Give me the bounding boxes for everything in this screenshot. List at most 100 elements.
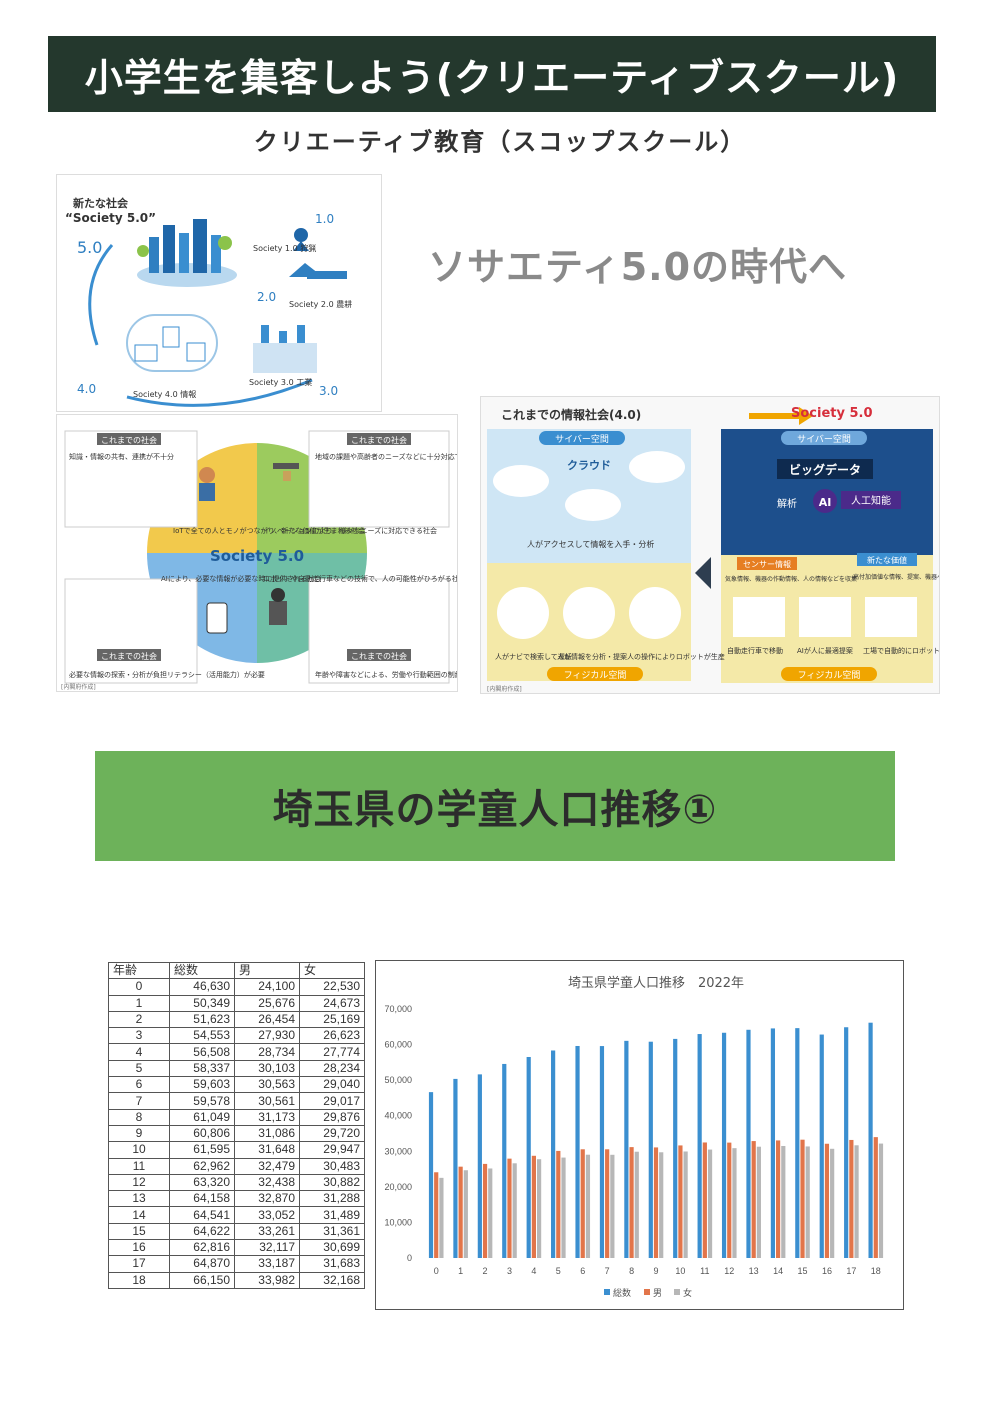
bar-female: [536, 1159, 542, 1258]
cell-age: 7: [108, 1092, 170, 1110]
bar-total: [868, 1022, 873, 1258]
scene-robot-icon: [629, 587, 681, 639]
cell-total: 64,541: [169, 1206, 235, 1224]
society-evolution-figure: 新たな社会 “Society 5.0” 5.0 1.0 2.0 3.0 4.0 …: [56, 174, 382, 412]
scene-ai-suggest-icon: [799, 597, 851, 637]
cell-male: 33,982: [234, 1271, 300, 1289]
era-3-number: 3.0: [319, 384, 338, 398]
page-subtitle: クリエーティブ教育（スコップスクール）: [253, 128, 747, 156]
cell-male: 33,187: [234, 1255, 300, 1273]
cell-female: 22,530: [299, 978, 365, 996]
bar-female: [488, 1168, 493, 1258]
bar-male: [507, 1158, 512, 1258]
bar-female: [830, 1148, 835, 1258]
information-society-illustration: これまでの情報社会(4.0) Society 5.0 サイバー空間 サイバー空間…: [487, 406, 973, 693]
page-title-banner: 小学生を集客しよう(クリエーティブスクール): [48, 36, 936, 112]
evolution-arrow-bottom: [126, 378, 313, 407]
cell-male: 31,086: [234, 1124, 300, 1143]
x-tick-label: 1: [458, 1266, 463, 1276]
evolution-arrow-left: [88, 244, 114, 346]
legend-label: 女: [683, 1287, 692, 1299]
old-society-box: [308, 578, 450, 684]
y-tick-label: 0: [407, 1253, 412, 1263]
society-heading-line2: “Society 5.0”: [65, 211, 156, 225]
legend-label: 男: [653, 1288, 662, 1299]
physical-badge: [781, 667, 877, 681]
cell-male: 32,479: [234, 1157, 300, 1175]
cell-female: 29,720: [299, 1124, 365, 1143]
bar-male: [482, 1163, 488, 1258]
bar-total: [819, 1034, 824, 1258]
bar-total: [428, 1092, 434, 1258]
analysis-label: 解析: [777, 497, 797, 510]
cyber-badge: [539, 431, 625, 445]
bar-total: [575, 1045, 580, 1258]
x-tick-label: 16: [822, 1266, 832, 1276]
bar-female: [805, 1146, 810, 1258]
scene-caption: 人の操作によりロボットが生産: [627, 652, 725, 661]
ai-label: AI: [819, 496, 832, 509]
cell-male: 24,100: [234, 978, 300, 996]
bar-female: [585, 1154, 591, 1258]
header-total: 総数: [169, 961, 235, 980]
old-society-note: 必要な情報の探索・分析が負担リテラシー（活用能力）が必要: [69, 670, 265, 679]
cell-age: 6: [108, 1076, 170, 1094]
bar-male: [458, 1166, 463, 1258]
cell-age: 14: [108, 1206, 170, 1224]
cell-female: 30,699: [299, 1239, 365, 1257]
old-society-tag: [347, 649, 411, 661]
bar-male: [434, 1172, 439, 1258]
era-1-number: 1.0: [315, 212, 334, 226]
ai-circle-icon: [813, 489, 837, 513]
cell-female: 29,040: [299, 1076, 365, 1094]
cell-total: 61,049: [169, 1108, 235, 1126]
new-value-label: 新たな価値: [867, 555, 907, 565]
old-society-tag: [97, 649, 161, 661]
sensor-description: 気象情報、機器の作動情報、人の情報などを収集: [725, 575, 857, 583]
farming-icon: [289, 263, 347, 279]
cell-male: 31,173: [234, 1108, 300, 1126]
x-tick-label: 17: [846, 1266, 856, 1276]
x-tick-label: 3: [507, 1266, 512, 1276]
x-tick-label: 7: [605, 1266, 610, 1276]
x-tick-label: 4: [531, 1266, 536, 1276]
cell-male: 27,930: [234, 1027, 300, 1045]
era-5-number: 5.0: [77, 238, 102, 257]
society-5-circle-figure: これまでの社会 これまでの社会 これまでの社会 これまでの社会 Society …: [56, 414, 483, 692]
x-tick-label: 2: [483, 1266, 488, 1276]
header-female: 女: [299, 961, 365, 980]
old-info-society-title: これまでの情報社会(4.0): [501, 407, 641, 422]
figure-credit: [内閣府作成]: [487, 685, 522, 693]
bar-total: [721, 1032, 727, 1258]
x-tick-label: 5: [556, 1266, 561, 1276]
drone-icon: [273, 463, 299, 481]
society-evolution-illustration: 新たな社会 “Society 5.0” 5.0 1.0 2.0 3.0 4.0 …: [65, 196, 352, 407]
bar-total: [453, 1078, 458, 1258]
bar-male: [800, 1139, 805, 1258]
cell-female: 24,673: [299, 994, 365, 1012]
access-label: 人がアクセスして情報を入手・分析: [527, 539, 654, 549]
old-society-tag-text: これまでの社会: [351, 651, 407, 661]
cell-female: 31,683: [299, 1255, 365, 1273]
x-tick-label: 9: [653, 1266, 658, 1276]
x-tick-label: 11: [700, 1266, 709, 1276]
cell-total: 59,578: [169, 1092, 235, 1110]
cell-age: 15: [108, 1222, 170, 1241]
bar-female: [512, 1163, 517, 1258]
bar-total: [648, 1041, 653, 1258]
table-header-row: 年齢 総数 男 女: [108, 961, 365, 980]
x-tick-label: 12: [724, 1266, 734, 1276]
bar-total: [795, 1028, 800, 1258]
bar-female: [610, 1154, 615, 1258]
bar-total: [526, 1056, 531, 1258]
era-4-number: 4.0: [77, 382, 96, 396]
cell-total: 66,150: [169, 1271, 235, 1289]
